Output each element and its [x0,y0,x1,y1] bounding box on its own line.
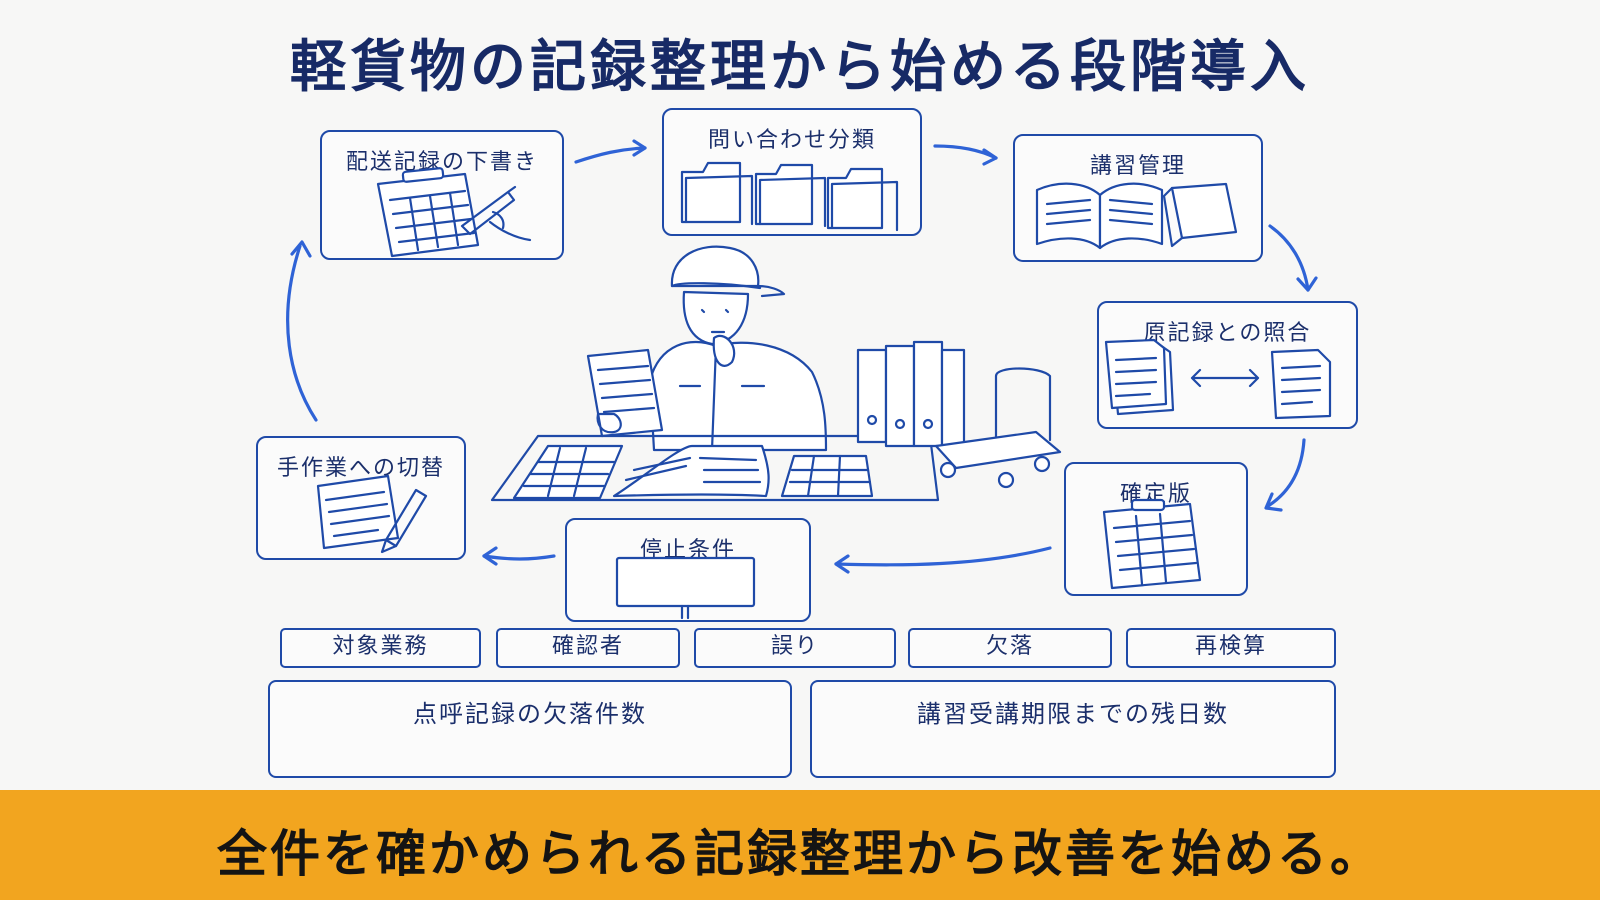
step-label-manual: 手作業への切替 [276,456,445,481]
metric-box-rollcall: 点呼記録の欠落件数 [268,680,792,778]
paper-pen-icon [316,474,428,554]
binders-icon [856,340,966,448]
attr-cell-checker: 確認者 [496,628,680,668]
sign-board-icon [615,556,756,620]
books-icon [1035,182,1238,250]
flow-arrows [286,139,1318,574]
step-label-training: 講習管理 [1089,154,1186,179]
clipboard-pen-icon [376,167,532,258]
step-label-verify: 原記録との照合 [1143,321,1312,346]
metric-box-training-deadline: 講習受講期限までの残日数 [810,680,1336,778]
step-label-inquiry: 問い合わせ分類 [707,128,876,153]
summary-banner: 全件を確かめられる記録整理から改善を始める。 [0,790,1600,900]
document-compare-icon [1104,338,1332,420]
clipboard-icon [1102,498,1202,590]
attr-cell-missing: 欠落 [908,628,1112,668]
folders-icon [680,161,899,232]
attr-cell-recheck: 再検算 [1126,628,1336,668]
summary-banner-text: 全件を確かめられる記録整理から改善を始める。 [217,825,1383,883]
page-title: 軽貨物の記録整理から始める段階導入 [290,35,1310,100]
attr-cell-error: 誤り [694,628,896,668]
hand-cart-icon [934,367,1062,489]
worker-illustration [490,245,940,502]
attr-cell-target: 対象業務 [280,628,481,668]
diagram-illustrations [286,139,1332,620]
